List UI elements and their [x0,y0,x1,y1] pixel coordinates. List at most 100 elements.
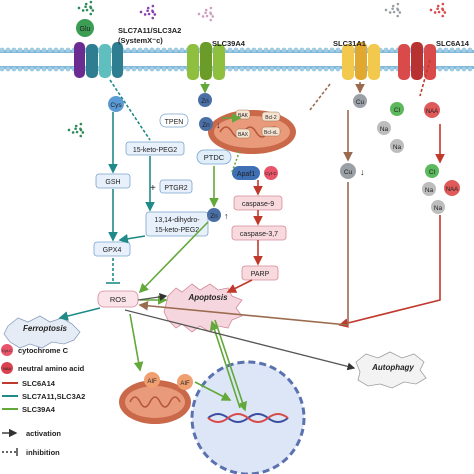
slc7a11-label: SLC7A11/SLC3A2 [118,26,181,35]
slc31a1-transporter-icon [342,42,380,80]
autophagy-burst-icon [355,351,427,389]
legend-icon-cytc: Cyt-C [2,348,12,353]
particle-dot [146,9,149,13]
slc31a1-pathway-arrows [138,82,365,326]
particle-dot [396,7,399,11]
particle-dot [392,10,396,14]
particle-dot [89,12,93,16]
lipid-head [125,66,131,72]
lipid-head [143,66,149,72]
lipid-head [287,47,293,53]
particle-dot [436,4,440,8]
casp37-label: caspase-3,7 [240,231,278,238]
particle-dot [74,127,77,131]
lipid-head [5,47,11,53]
particle-dot [388,11,392,14]
lipid-head [53,66,59,72]
lipid-head [35,47,41,53]
zn-down-arrow: ↓ [216,120,221,130]
lipid-head [59,47,65,53]
lipid-head [323,47,329,53]
cl-icon [425,164,439,178]
lipid-head [137,66,143,72]
lipid-head [383,47,389,53]
aif-label: AIF [180,381,190,387]
na-label: Na [380,126,389,133]
zn-tpen-icon [199,117,213,131]
nucleus-icon [190,360,306,474]
slc31a1-label: SLC31A1 [333,39,366,48]
bcl2-label: Bcl-2 [265,115,277,121]
particle-dot [71,131,75,134]
cl-label: Cl [394,107,401,114]
particle-dot [89,5,92,9]
lipid-head [0,66,5,72]
particle-dot [211,15,215,18]
particle-dot [391,7,394,11]
ferroptosis-burst-icon [3,315,81,349]
lipid-head [11,47,17,53]
particle-dot [79,134,83,138]
lipid-head [443,47,449,53]
slc7a11-pathway-arrows [58,79,155,321]
lipid-head [467,66,473,72]
lipid-head [251,47,257,53]
particle-dot [81,9,85,12]
particle-dot [384,8,388,12]
lipid-head [239,47,245,53]
lipid-head [35,66,41,72]
lipid-head [257,47,263,53]
particle-dot [396,2,400,6]
lipid-head [155,47,161,53]
lipid-head [263,47,269,53]
lipid-head [449,47,455,53]
particle-dot [153,13,157,16]
particle-dot [396,14,400,18]
lipid-head [467,47,473,53]
gsh-label: GSH [105,179,120,186]
lipid-head [287,66,293,72]
slc6a14-label: SLC6A14 [436,39,470,48]
lipid-head [47,66,53,72]
lipid-head [41,66,47,72]
particle-dot [79,122,83,126]
cl-label: Cl [429,169,436,176]
casp9-label: caspase-9 [242,201,274,208]
lipid-head [29,66,35,72]
lipid-head [23,66,29,72]
particle-dot [443,11,447,14]
parp-node [241,265,279,281]
lipid-head [17,47,23,53]
pge2-label: 15-keto-PEG2 [133,147,177,154]
bak-label: BAK [238,113,249,119]
lipid-head [167,66,173,72]
cys-icon [108,96,124,112]
cytochrome-c-icon [1,344,13,356]
particle-dot [441,7,444,11]
cytc-node-label: Cyt-C [265,171,277,176]
lipid-head [149,47,155,53]
ion-cluster-low: Cl Na NAA Na [422,164,460,214]
lipid-head [437,66,443,72]
ros-label: ROS [110,295,126,304]
bax-badge [235,128,251,139]
particle-dot [429,8,433,12]
lipid-head [41,47,47,53]
lipid-head [293,47,299,53]
particle-dot [205,14,209,18]
naa-icon [444,180,460,196]
casp37-node [231,225,287,241]
particle-dot [81,131,85,134]
slc39a4-transporter-icon [187,42,225,80]
glu-icon [76,19,94,37]
lipid-head [299,47,305,53]
dihydro-node [145,211,209,237]
particle-dot [151,9,154,13]
lipid-head [305,66,311,72]
lipid-head [0,47,5,53]
particle-dot [84,2,88,6]
naa-label: NAA [446,187,458,193]
lipid-head [329,47,335,53]
particle-dot [209,11,212,15]
gsh-node [95,173,131,189]
